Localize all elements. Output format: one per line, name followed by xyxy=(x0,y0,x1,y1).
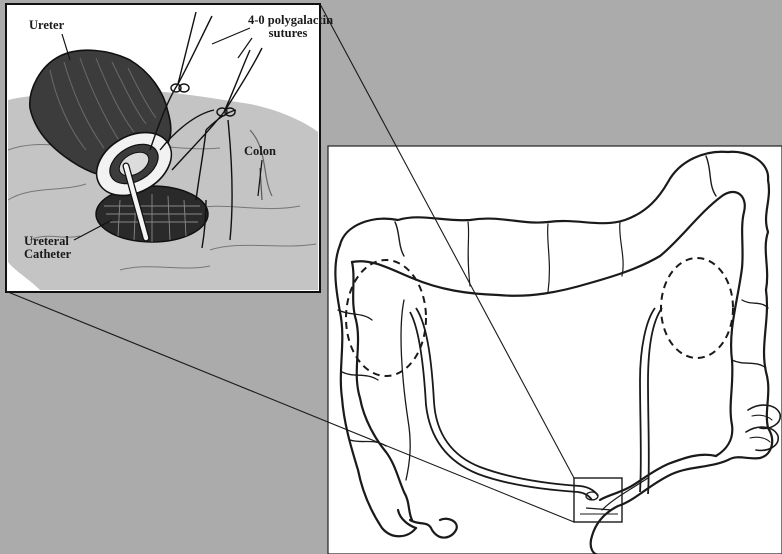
label-ureter: Ureter xyxy=(29,19,64,32)
label-ureteral-catheter: Ureteral Catheter xyxy=(24,235,71,261)
label-colon: Colon xyxy=(244,145,276,158)
label-sutures-line2: sutures xyxy=(248,27,328,40)
label-catheter-line2: Catheter xyxy=(24,248,71,261)
label-sutures: 4-0 polygalactin sutures xyxy=(248,14,328,40)
main-panel xyxy=(328,146,782,554)
